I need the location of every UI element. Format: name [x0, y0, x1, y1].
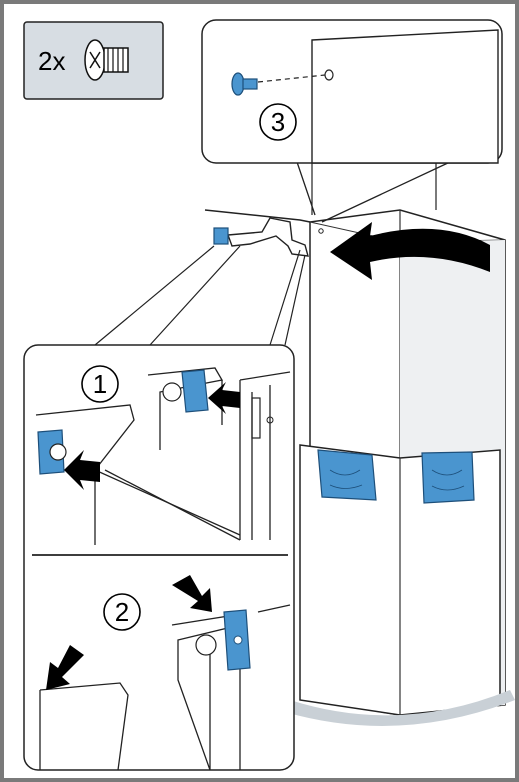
step-1-number: 1: [93, 369, 107, 399]
blue-tape-left: [318, 450, 376, 500]
clip-blue-1a: [182, 370, 208, 412]
detail-panel: 1 2: [24, 345, 294, 770]
quantity-label: 2x: [38, 46, 65, 76]
blue-tape-right: [422, 452, 474, 503]
step-2-number: 2: [115, 597, 129, 627]
step-3-number: 3: [271, 107, 285, 137]
mounting-bracket: [205, 210, 323, 256]
quantity-badge: 2x: [24, 22, 163, 99]
detail-callout-3: 3: [202, 20, 502, 222]
